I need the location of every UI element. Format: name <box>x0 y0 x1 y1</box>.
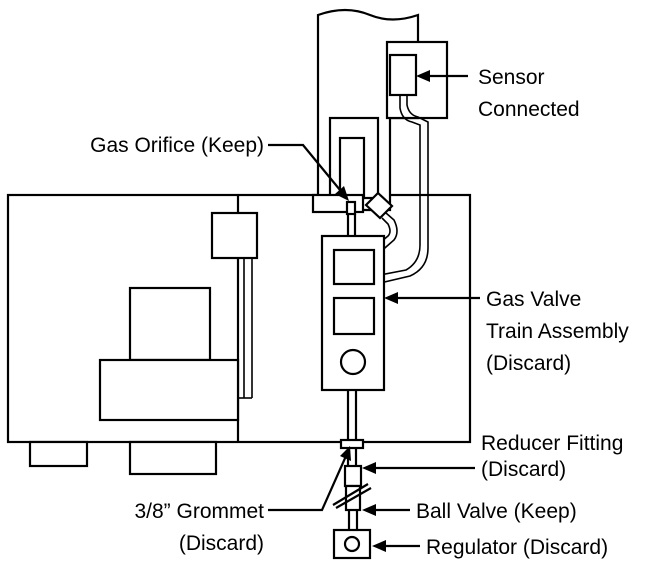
regulator-arrow <box>372 540 386 552</box>
ball-valve-handle-b <box>335 487 372 509</box>
reducer-label-2: (Discard) <box>481 458 566 481</box>
sensor-wire-b <box>379 95 429 284</box>
orifice-leader <box>268 143 341 191</box>
sensor-block <box>388 53 418 97</box>
small-box <box>210 211 259 260</box>
gas-valve-label-3: (Discard) <box>486 352 571 375</box>
sensor-label-2: Connected <box>478 98 580 121</box>
sensor-fitting <box>364 191 394 220</box>
orifice-arrow <box>335 186 349 201</box>
valve-knob <box>339 348 367 376</box>
elbow-pipe-a <box>377 212 398 255</box>
center-foot <box>128 440 218 476</box>
grommet-label-1: 3/8” Grommet <box>134 500 264 523</box>
valve-arrow <box>384 292 398 304</box>
ball-valve-handle <box>332 483 369 506</box>
left-foot <box>28 440 89 468</box>
gas-orifice <box>345 200 357 216</box>
reducer-fitting <box>343 464 363 488</box>
sensor-wire-a <box>379 95 421 276</box>
grommet-label-2: (Discard) <box>179 532 264 555</box>
elbow-pipe-b <box>375 217 391 247</box>
ball-valve-label: Ball Valve (Keep) <box>416 500 577 523</box>
motor-top <box>128 286 212 362</box>
motor-base <box>98 358 240 422</box>
grommet-leader <box>268 455 348 512</box>
regulator-dial <box>343 535 361 553</box>
grommet <box>339 438 365 450</box>
ball-valve-arrow <box>362 504 376 516</box>
gas-valve-label-2: Train Assembly <box>486 320 629 343</box>
gas-orifice-label: Gas Orifice (Keep) <box>90 134 264 157</box>
valve-box-1 <box>332 248 376 286</box>
reducer-label-1: Reducer Fitting <box>481 432 623 455</box>
sensor-arrow <box>416 70 430 82</box>
grommet-arrow <box>340 446 351 461</box>
regulator-label: Regulator (Discard) <box>426 536 608 559</box>
reducer-arrow <box>362 462 376 474</box>
gas-valve-label-1: Gas Valve <box>486 288 581 311</box>
sensor-label-1: Sensor <box>478 66 545 89</box>
valve-box-2 <box>332 296 376 336</box>
